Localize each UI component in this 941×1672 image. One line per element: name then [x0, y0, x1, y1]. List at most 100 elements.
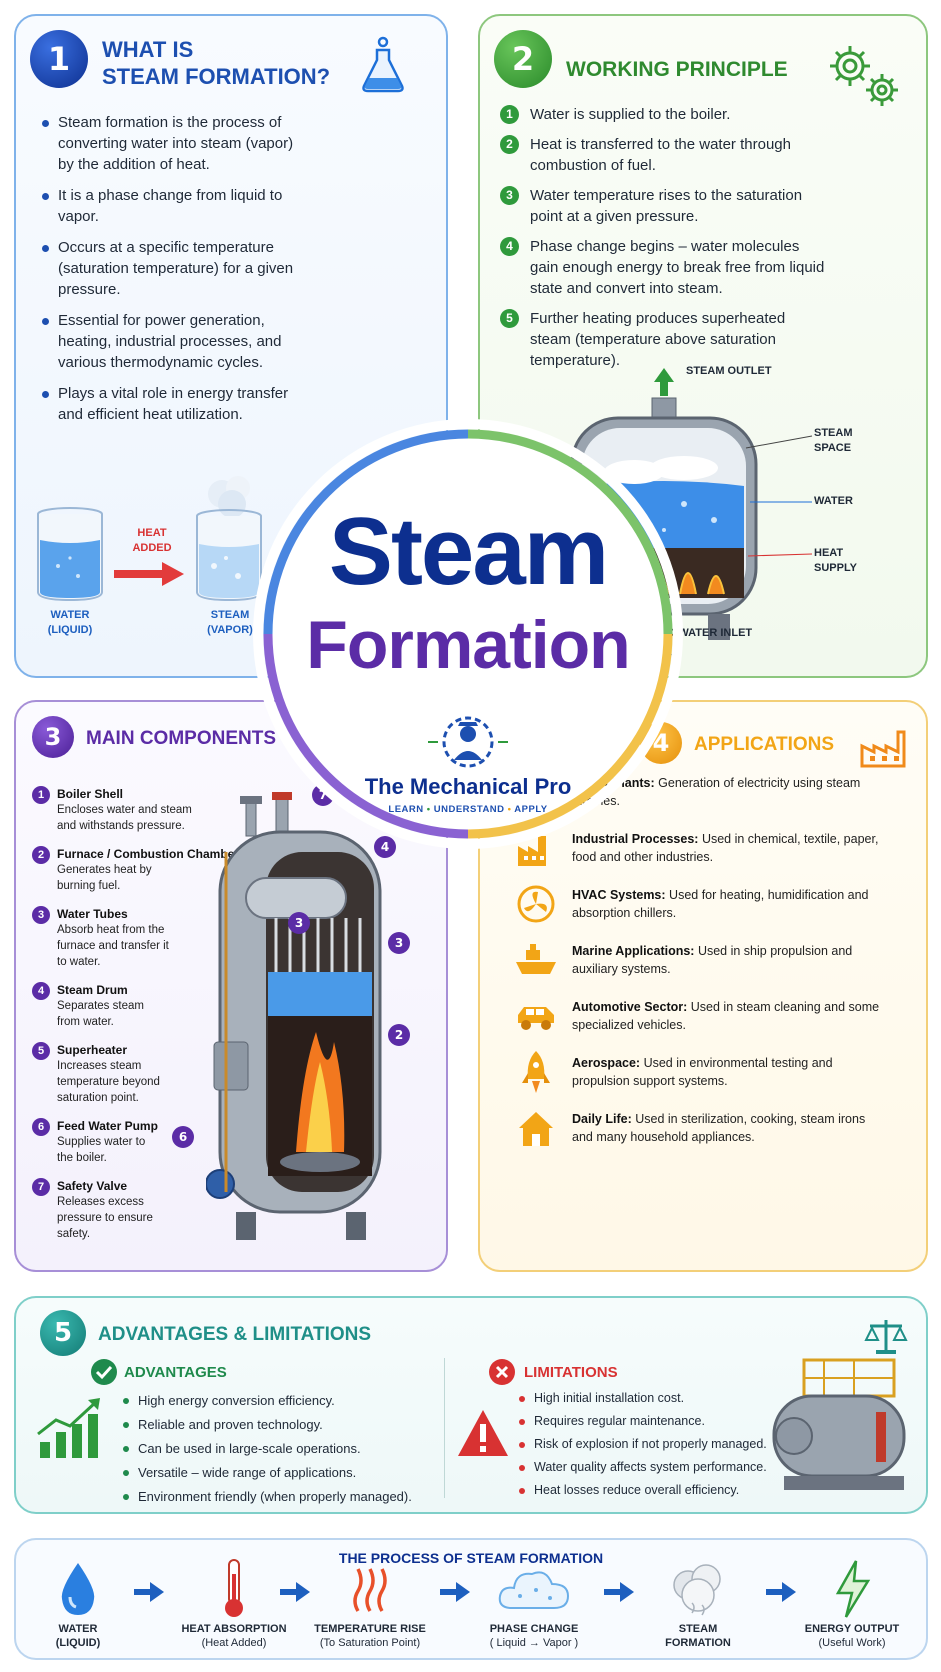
advantage-item: Versatile – wide range of applications.	[120, 1464, 420, 1481]
step-number: 4	[500, 237, 519, 256]
step-item: 3 Water temperature rises to the saturati…	[500, 185, 830, 227]
process-title: THE PROCESS OF STEAM FORMATION	[338, 1550, 604, 1566]
step-number: 2	[500, 135, 519, 154]
process-step-subtitle: ( Liquid → Vapor )	[489, 1637, 579, 1649]
step-item: 5 Further heating produces superheated st…	[500, 308, 830, 371]
step-text: Heat is transferred to the water through…	[530, 136, 791, 174]
fan-icon	[510, 882, 562, 926]
factory-icon	[860, 730, 906, 768]
cloud-icon	[464, 1556, 604, 1622]
process-step: ENERGY OUTPUT (Useful Work)	[782, 1556, 922, 1650]
advantage-item: Environment friendly (when properly mana…	[120, 1488, 420, 1505]
advantages-title: ADVANTAGES	[124, 1364, 227, 1381]
title-line-1: WHAT IS	[102, 37, 194, 62]
step-number: 1	[500, 105, 519, 124]
industrial-boiler-illustration	[772, 1358, 906, 1490]
process-step: HEAT ABSORPTION (Heat Added)	[164, 1556, 304, 1650]
step-number: 5	[500, 309, 519, 328]
component-item: 6 Feed Water Pump Supplies water to the …	[32, 1118, 222, 1166]
component-number: 7	[32, 1178, 50, 1196]
application-item: Marine Applications: Used in ship propul…	[510, 938, 910, 990]
label-line: STEAM	[210, 609, 250, 621]
application-name: Marine Applications:	[572, 944, 695, 958]
application-name: Industrial Processes:	[572, 832, 699, 846]
section-title-components: MAIN COMPONENTS	[86, 728, 276, 749]
center-title-circle	[262, 428, 674, 840]
what-is-bullets: Steam formation is the process of conver…	[38, 112, 308, 435]
section-title-working: WORKING PRINCIPLE	[566, 58, 788, 81]
tagline-word: LEARN	[388, 804, 424, 815]
callout-6: 6	[172, 1126, 194, 1148]
step-number: 3	[500, 186, 519, 205]
mechanical-pro-logo-icon	[428, 716, 508, 768]
application-text: Power Plants: Generation of electricity …	[572, 774, 882, 810]
component-number: 5	[32, 1042, 50, 1060]
section-number-1: 1	[30, 30, 88, 88]
process-step: TEMPERATURE RISE (To Saturation Point)	[300, 1556, 440, 1650]
warning-icon	[458, 1410, 508, 1456]
section-title-adv-lim: ADVANTAGES & LIMITATIONS	[98, 1324, 372, 1345]
component-item: 7 Safety Valve Releases excess pressure …	[32, 1178, 222, 1242]
center-ring	[263, 429, 673, 839]
process-step-title: WATER	[58, 1623, 98, 1635]
component-title: Water Tubes	[57, 907, 128, 921]
application-desc: Used in ship propulsion and auxiliary sy…	[572, 944, 853, 976]
title-line-2: STEAM FORMATION?	[102, 64, 331, 89]
heat-supply-label: HEAT SUPPLY	[814, 546, 857, 576]
water-drop-icon	[8, 1556, 148, 1622]
component-title: Safety Valve	[57, 1179, 128, 1193]
step-item: 2 Heat is transferred to the water throug…	[500, 134, 830, 176]
steam-beaker-icon	[196, 476, 262, 602]
limitation-item: High initial installation cost.	[516, 1390, 776, 1407]
advantage-item: Can be used in large-scale operations.	[120, 1440, 420, 1457]
label-line: STEAM	[814, 427, 853, 439]
component-desc: Increases steam temperature beyond satur…	[57, 1060, 160, 1104]
component-title: Boiler Shell	[57, 787, 124, 801]
application-item: Industrial Processes: Used in chemical, …	[510, 826, 910, 878]
application-desc: Used in steam cleaning and some speciali…	[572, 1000, 880, 1032]
process-step: WATER (LIQUID)	[8, 1556, 148, 1650]
component-desc: Encloses water and steam and withstands …	[57, 804, 192, 832]
callout-7: 7	[312, 784, 334, 806]
component-item: 2 Furnace / Combustion Chamber Generates…	[32, 846, 239, 894]
step-text: Water temperature rises to the saturatio…	[530, 187, 803, 225]
application-item: Aerospace: Used in environmental testing…	[510, 1050, 910, 1102]
label-line: WATER	[50, 609, 90, 621]
label-line: SUPPLY	[814, 562, 858, 574]
limitation-item: Requires regular maintenance.	[516, 1413, 776, 1430]
brand-tagline: LEARN • UNDERSTAND • APPLY	[388, 804, 548, 815]
label-line: (VAPOR)	[207, 624, 253, 636]
process-arrow-icon	[604, 1582, 634, 1602]
advantage-item: High energy conversion efficiency.	[120, 1392, 420, 1409]
lightning-icon	[782, 1556, 922, 1622]
process-step-title: TEMPERATURE RISE	[314, 1623, 426, 1635]
step-text: Further heating produces superheated ste…	[530, 310, 786, 369]
error-circle-icon	[489, 1359, 515, 1385]
component-desc: Generates heat by burning fuel.	[57, 864, 152, 892]
process-panel: THE PROCESS OF STEAM FORMATION	[14, 1538, 928, 1660]
ship-icon	[510, 938, 562, 982]
car-icon	[510, 994, 562, 1038]
flask-icon	[362, 36, 404, 93]
component-title: Steam Drum	[57, 983, 128, 997]
component-number: 4	[32, 982, 50, 1000]
section-number-2: 2	[494, 30, 552, 88]
application-desc: Used for heating, humidification and abs…	[572, 888, 869, 920]
process-arrow-icon	[134, 1582, 164, 1602]
bullet-item: Occurs at a specific temperature (satura…	[38, 237, 308, 300]
process-step-subtitle: (LIQUID)	[55, 1637, 101, 1649]
process-arrow-icon	[280, 1582, 310, 1602]
component-number: 3	[32, 906, 50, 924]
process-step: STEAM FORMATION	[628, 1556, 768, 1650]
steam-space-label: STEAM SPACE	[814, 426, 853, 456]
component-desc: Absorb heat from the furnace and transfe…	[57, 924, 169, 968]
arrow-right-icon	[114, 562, 184, 586]
component-desc: Separates steam from water.	[57, 1000, 144, 1028]
divider	[444, 1358, 445, 1498]
component-desc: Releases excess pressure to ensure safet…	[57, 1196, 153, 1240]
house-icon	[510, 1106, 562, 1150]
center-title-formation: Formation	[306, 607, 630, 683]
